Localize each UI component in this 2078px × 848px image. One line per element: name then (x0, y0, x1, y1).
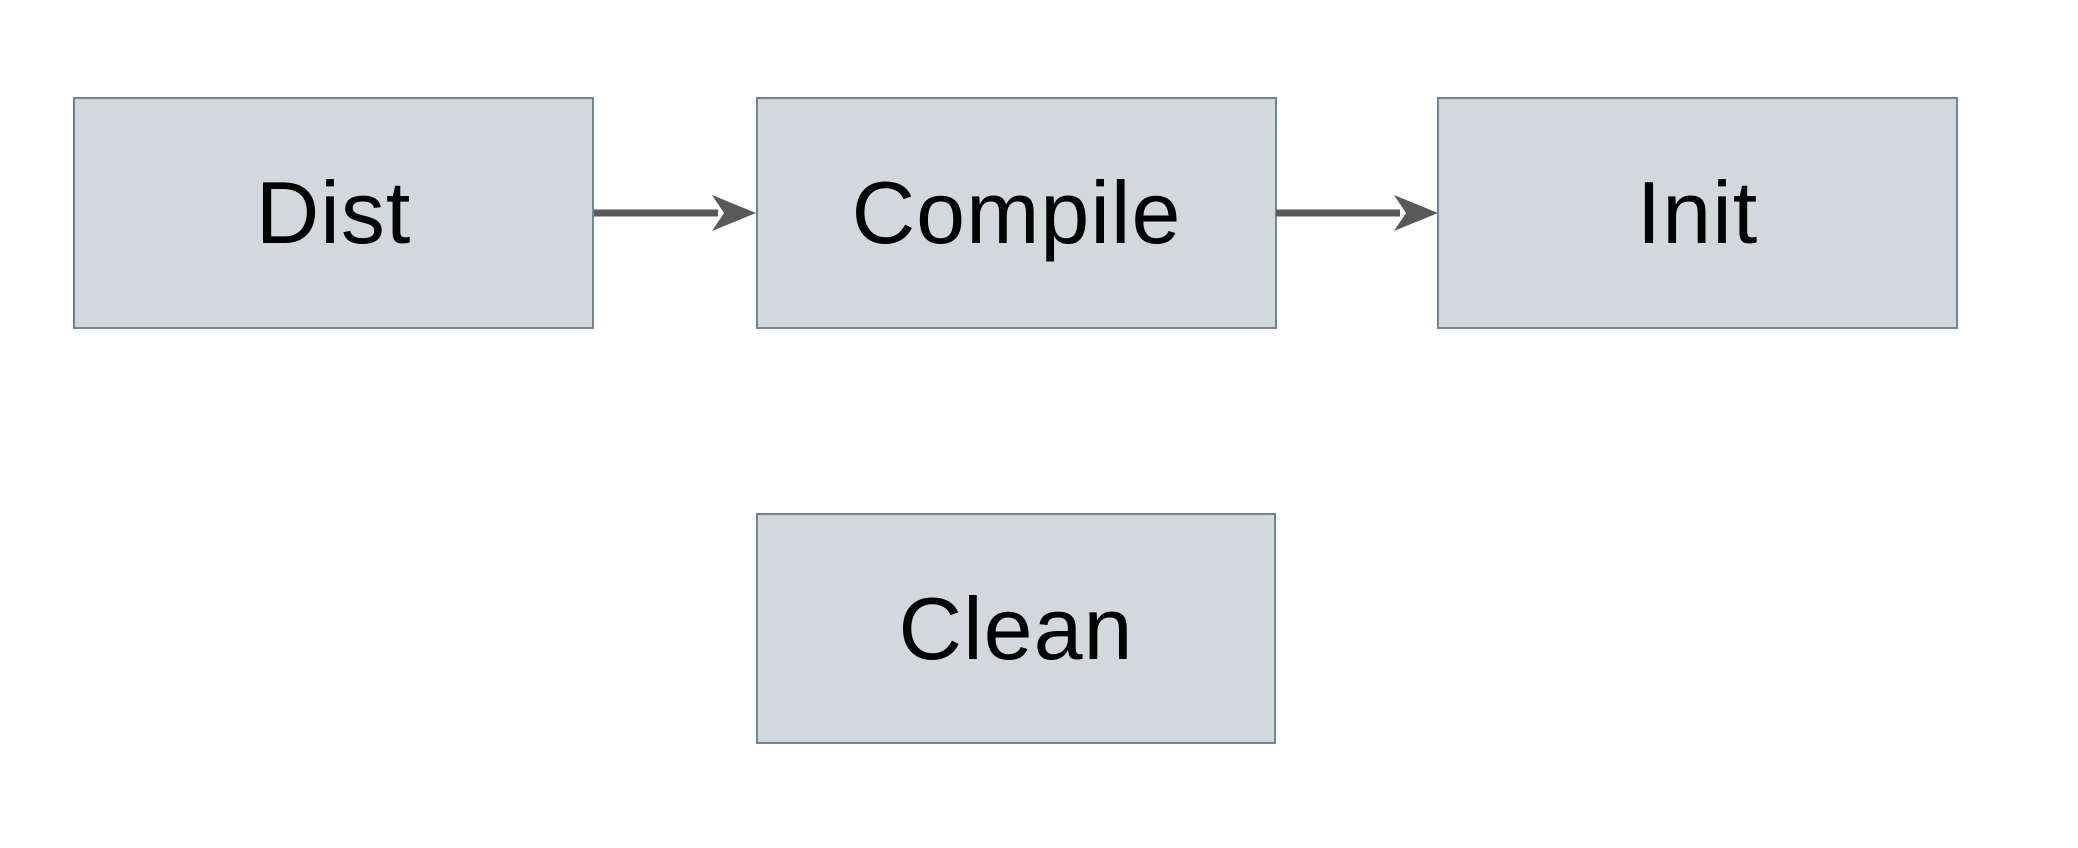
node-dist: Dist (73, 97, 594, 329)
node-dist-label: Dist (255, 163, 412, 262)
node-init-label: Init (1636, 163, 1759, 262)
node-clean-label: Clean (898, 578, 1134, 678)
node-compile: Compile (756, 97, 1277, 329)
node-init: Init (1437, 97, 1958, 329)
node-clean: Clean (756, 513, 1276, 744)
arrow-dist-to-compile-icon (594, 195, 756, 231)
arrow-compile-to-init-icon (1276, 195, 1438, 231)
node-compile-label: Compile (851, 163, 1182, 262)
